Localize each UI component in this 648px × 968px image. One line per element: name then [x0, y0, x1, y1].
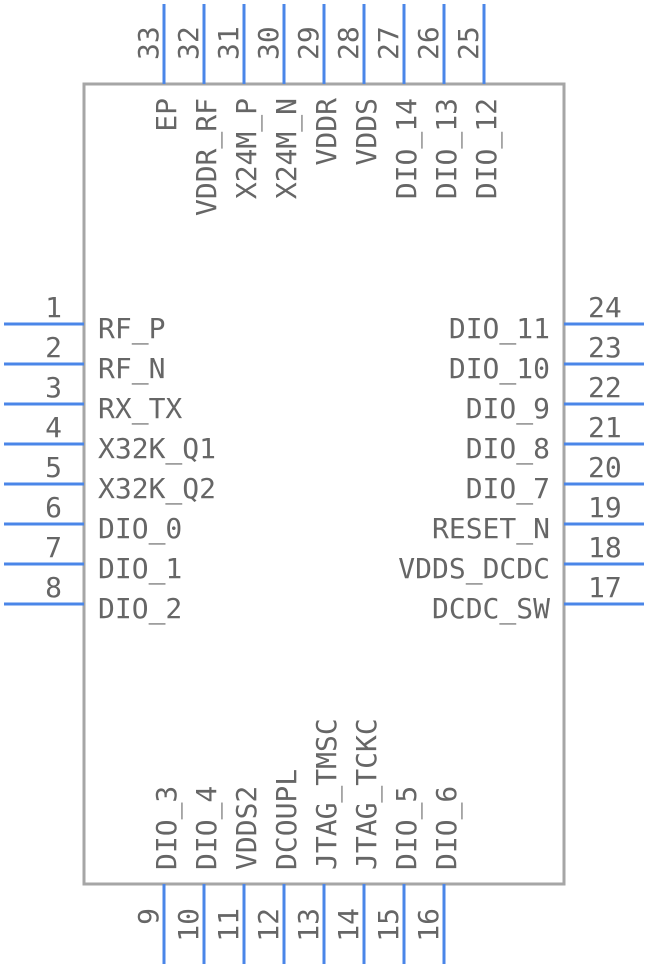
pin-31-number: 31	[212, 26, 245, 60]
pin-4-label: X32K_Q1	[98, 432, 216, 466]
pin-1-number: 1	[45, 291, 62, 324]
pin-18-number: 18	[588, 531, 622, 564]
pin-15-label: DIO_5	[390, 786, 424, 870]
pin-23-label: DIO_10	[449, 352, 550, 386]
pin-7-label: DIO_1	[98, 552, 182, 586]
pin-4-number: 4	[45, 411, 62, 444]
pin-10-label: DIO_4	[190, 786, 224, 870]
pin-25-number: 25	[452, 26, 485, 60]
pin-14-label: JTAG_TCKC	[350, 718, 384, 870]
pin-2-number: 2	[45, 331, 62, 364]
pin-29-number: 29	[292, 26, 325, 60]
pin-5-number: 5	[45, 451, 62, 484]
pin-21-label: DIO_8	[466, 432, 550, 466]
pin-10-number: 10	[172, 908, 205, 942]
pin-11-number: 11	[212, 908, 245, 942]
pin-28-label: VDDS	[350, 98, 383, 165]
pin-27-label: DIO_14	[390, 98, 424, 199]
pin-9-label: DIO_3	[150, 786, 184, 870]
pin-6-label: DIO_0	[98, 512, 182, 546]
pin-3-label: RX_TX	[98, 392, 182, 426]
pins-group: 1RF_P2RF_N3RX_TX4X32K_Q15X32K_Q26DIO_07D…	[4, 4, 644, 964]
pin-20-label: DIO_7	[466, 472, 550, 506]
pin-17-number: 17	[588, 571, 622, 604]
pin-22-number: 22	[588, 371, 622, 404]
pin-20-number: 20	[588, 451, 622, 484]
pin-27-number: 27	[372, 26, 405, 60]
pin-13-label: JTAG_TMSC	[310, 718, 344, 870]
pin-6-number: 6	[45, 491, 62, 524]
pin-32-number: 32	[172, 26, 205, 60]
pin-13-number: 13	[292, 908, 325, 942]
pin-21-number: 21	[588, 411, 622, 444]
pin-12-number: 12	[252, 908, 285, 942]
pin-26-label: DIO_13	[430, 98, 464, 199]
pin-9-number: 9	[132, 908, 165, 925]
pin-32-label: VDDR_RF	[190, 98, 224, 216]
pin-16-label: DIO_6	[430, 786, 464, 870]
pin-12-label: DCOUPL	[270, 769, 303, 870]
pin-25-label: DIO_12	[470, 98, 504, 199]
pin-24-number: 24	[588, 291, 622, 324]
pin-28-number: 28	[332, 26, 365, 60]
pin-30-number: 30	[252, 26, 285, 60]
pin-15-number: 15	[372, 908, 405, 942]
pin-17-label: DCDC_SW	[432, 592, 550, 626]
pin-19-label: RESET_N	[432, 512, 550, 546]
pin-14-number: 14	[332, 908, 365, 942]
pin-19-number: 19	[588, 491, 622, 524]
pin-8-label: DIO_2	[98, 592, 182, 626]
pin-33-label: EP	[150, 98, 183, 132]
pin-2-label: RF_N	[98, 352, 165, 386]
pin-30-label: X24M_N	[270, 98, 304, 199]
pin-29-label: VDDR	[310, 98, 343, 166]
pin-11-label: VDDS2	[230, 786, 263, 870]
pin-26-number: 26	[412, 26, 445, 60]
pin-31-label: X24M_P	[230, 98, 264, 199]
pin-22-label: DIO_9	[466, 392, 550, 426]
pin-3-number: 3	[45, 371, 62, 404]
pin-23-number: 23	[588, 331, 622, 364]
pin-18-label: VDDS_DCDC	[398, 552, 550, 586]
pin-1-label: RF_P	[98, 312, 165, 346]
pin-33-number: 33	[132, 26, 165, 60]
component-body	[82, 82, 566, 886]
pin-7-number: 7	[45, 531, 62, 564]
pin-8-number: 8	[45, 571, 62, 604]
pin-5-label: X32K_Q2	[98, 472, 216, 506]
pin-16-number: 16	[412, 908, 445, 942]
pin-24-label: DIO_11	[449, 312, 550, 346]
